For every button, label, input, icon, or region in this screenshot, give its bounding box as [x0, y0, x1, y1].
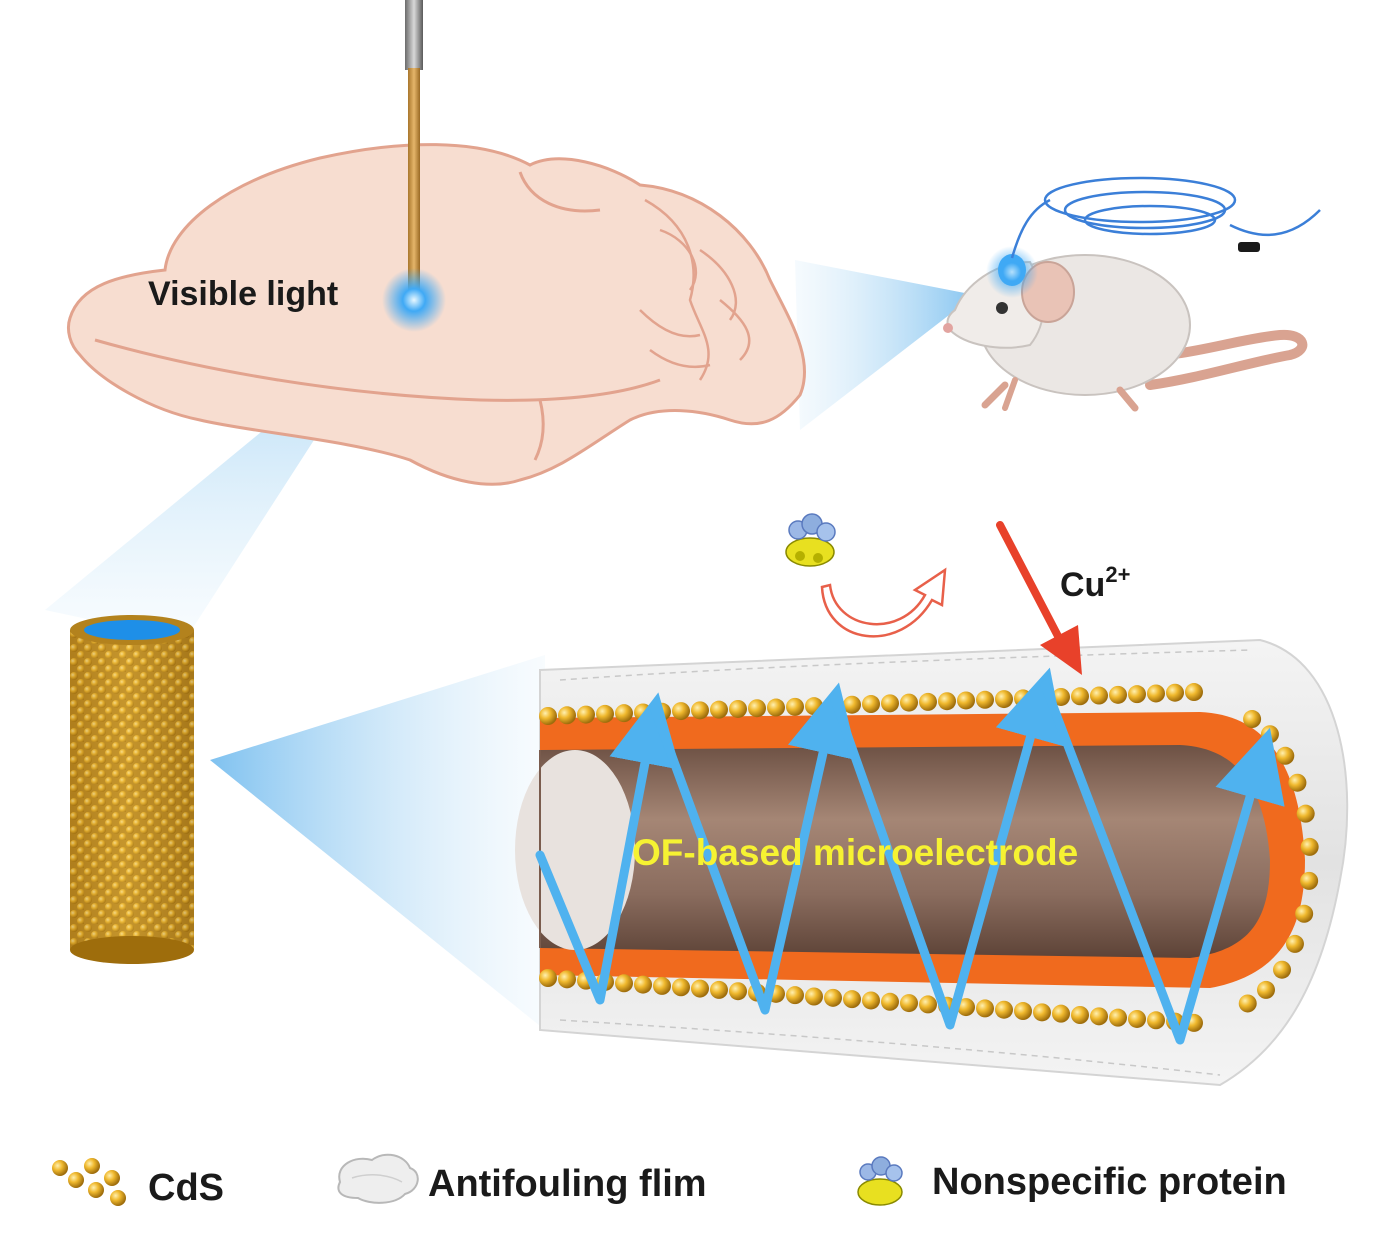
- cds-bead: [976, 999, 994, 1018]
- cylinder-microelectrode-icon: [70, 615, 194, 964]
- cds-bead: [957, 998, 975, 1017]
- cds-bead: [691, 979, 709, 998]
- cds-bead: [919, 692, 937, 711]
- red-arrow-icon: [996, 521, 1082, 675]
- cds-bead: [1260, 725, 1279, 744]
- cds-bead: [786, 697, 804, 716]
- cds-bead: [1128, 685, 1146, 704]
- cds-bead: [1257, 980, 1275, 999]
- cds-bead: [729, 982, 747, 1001]
- cds-bead: [995, 690, 1013, 709]
- cds-bead: [1014, 689, 1032, 708]
- cds-bead: [1285, 934, 1304, 953]
- cds-bead: [1243, 710, 1262, 729]
- light-spot-icon: [382, 268, 446, 332]
- cds-bead: [900, 994, 918, 1013]
- cds-bead: [1296, 804, 1315, 823]
- cds-bead: [729, 699, 747, 718]
- legend-protein-icon: [857, 1156, 903, 1206]
- cds-cluster-icon: [52, 1158, 126, 1206]
- cds-bead: [1185, 683, 1203, 702]
- cds-bead: [615, 704, 633, 723]
- legend-cds-label: CdS: [148, 1167, 224, 1209]
- light-beam-to-mouse: [795, 260, 975, 430]
- protein-cluster-icon: [785, 513, 836, 567]
- cds-bead: [843, 990, 861, 1009]
- light-zigzag-arrows: [535, 667, 1285, 1045]
- optical-fiber-icon: [405, 0, 423, 304]
- legend-antifouling-label: Antifouling flim: [428, 1163, 707, 1205]
- cds-bead: [1090, 686, 1108, 705]
- cu-ion-label: Cu2+: [1060, 562, 1130, 604]
- cds-bead: [634, 975, 652, 994]
- cds-bead: [615, 974, 633, 993]
- cds-bead: [1014, 1002, 1032, 1021]
- cds-bead: [1071, 687, 1089, 706]
- cds-bead: [577, 705, 595, 724]
- cds-bead: [976, 690, 994, 709]
- cds-bead: [596, 704, 614, 723]
- cds-bead: [938, 692, 956, 711]
- legend-protein-label: Nonspecific protein: [932, 1161, 1287, 1203]
- cds-bead: [862, 991, 880, 1010]
- cds-bead: [1109, 1008, 1127, 1027]
- curved-deflect-arrow-icon: [820, 567, 947, 638]
- cds-bead: [1295, 904, 1314, 923]
- cds-bead: [1128, 1009, 1146, 1028]
- electrode-label: OF-based microelectrode: [632, 832, 1078, 873]
- cds-bead: [1147, 1011, 1165, 1030]
- cds-bead: [1288, 773, 1307, 792]
- cds-bead: [1071, 1006, 1089, 1025]
- cds-bead: [862, 695, 880, 714]
- cds-bead: [1090, 1007, 1108, 1026]
- cds-bead: [919, 995, 937, 1014]
- cds-bead: [805, 697, 823, 716]
- cds-bead: [672, 978, 690, 997]
- cds-bead: [1300, 871, 1319, 890]
- cds-bead: [653, 976, 671, 995]
- cds-bead: [710, 980, 728, 999]
- cds-bead: [710, 700, 728, 719]
- cds-bead: [843, 695, 861, 714]
- cds-bead: [1238, 994, 1257, 1013]
- cds-bead: [957, 691, 975, 710]
- antifouling-cloud-icon: [337, 1153, 419, 1204]
- cds-bead: [558, 970, 576, 989]
- cds-bead: [995, 1000, 1013, 1019]
- light-beam-to-electrode: [210, 655, 545, 1030]
- cds-bead: [672, 702, 690, 721]
- cds-bead: [1033, 1003, 1051, 1022]
- cds-bead: [881, 694, 899, 713]
- cds-bead: [1109, 685, 1127, 704]
- visible-light-label: Visible light: [148, 275, 338, 313]
- cds-bead: [1052, 1004, 1070, 1023]
- fiber-cable-icon: [1010, 176, 1321, 259]
- cds-bead: [539, 969, 557, 987]
- cds-bead: [1273, 960, 1292, 979]
- cds-bead: [691, 701, 709, 720]
- cds-bead: [558, 706, 576, 725]
- cds-bead: [900, 693, 918, 712]
- cds-bead: [1147, 684, 1165, 703]
- cds-bead: [539, 707, 557, 725]
- mouse-icon: [943, 246, 1308, 412]
- legend: CdS Antifouling flim Nonspecific protein: [52, 1153, 1287, 1209]
- cds-bead: [805, 987, 823, 1006]
- cds-bead: [881, 992, 899, 1011]
- cds-bead: [748, 699, 766, 718]
- cds-bead: [1300, 837, 1319, 856]
- cds-bead: [1166, 683, 1184, 702]
- cds-bead: [1276, 746, 1295, 765]
- cds-bead: [824, 988, 842, 1007]
- cds-bead: [786, 986, 804, 1005]
- cds-bead: [767, 698, 785, 717]
